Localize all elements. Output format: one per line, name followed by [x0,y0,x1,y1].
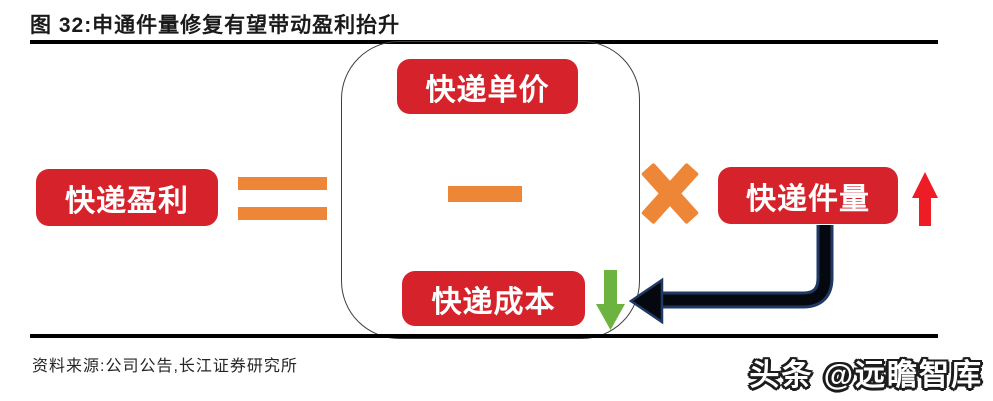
unit-price-node: 快递单价 [397,59,578,114]
watermark: 头条 @远瞻智库 [749,359,983,392]
profit-node: 快递盈利 [36,169,218,226]
footer-rule [30,334,938,338]
multiply-operator-icon [640,162,700,224]
unit-price-node-label: 快递单价 [425,73,550,107]
volume-node: 快递件量 [718,167,898,224]
volume-node-label: 快递件量 [746,182,870,216]
minus-operator-icon [448,186,522,202]
grouping-bracket-box [341,41,640,339]
figure-title: 图 32:申通件量修复有望带动盈利抬升 [30,14,401,37]
volume-up-arrow-icon [912,172,938,226]
profit-node-label: 快递盈利 [65,184,189,218]
source-note: 资料来源:公司公告,长江证券研究所 [32,358,298,375]
cost-node-label: 快递成本 [431,285,556,319]
cost-node: 快递成本 [402,271,585,326]
volume-to-cost-flow-arrow [628,225,834,325]
equals-operator-icon [238,177,327,221]
title-rule [30,40,938,44]
